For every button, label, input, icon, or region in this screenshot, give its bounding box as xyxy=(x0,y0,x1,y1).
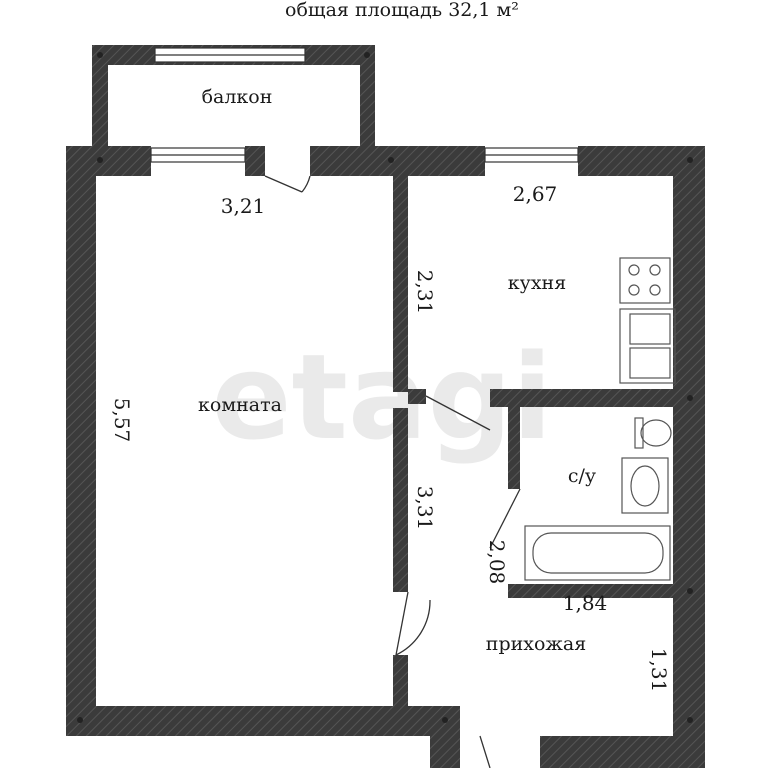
walls xyxy=(66,45,705,768)
bathroom-width-dimension: 1,84 xyxy=(563,591,608,615)
bathtub xyxy=(524,525,671,581)
kitchen-width-dimension: 2,67 xyxy=(513,182,558,206)
kitchen-sink xyxy=(619,308,676,384)
bathroom-depth-dimension: 2,08 xyxy=(485,540,509,585)
windows xyxy=(150,47,579,163)
toilet xyxy=(634,417,672,449)
plan-title: общая площадь 32,1 м² xyxy=(285,0,519,21)
kitchen-depth-dimension: 2,31 xyxy=(413,270,437,315)
wall-joints xyxy=(77,52,693,723)
room-width-dimension: 3,21 xyxy=(221,194,266,218)
kitchen-label: кухня xyxy=(508,272,566,294)
hallway-depth-dimension: 1,31 xyxy=(647,648,671,693)
corridor-length-dimension: 3,31 xyxy=(413,486,437,531)
hallway-label: прихожая xyxy=(486,633,586,655)
balcony-label: балкон xyxy=(202,86,273,108)
room-label: комната xyxy=(198,394,282,416)
washbasin xyxy=(621,457,669,514)
kitchen-stove xyxy=(619,257,671,304)
bathroom-label: с/у xyxy=(568,465,596,487)
room-length-dimension: 5,57 xyxy=(110,398,134,443)
doors xyxy=(264,175,521,768)
